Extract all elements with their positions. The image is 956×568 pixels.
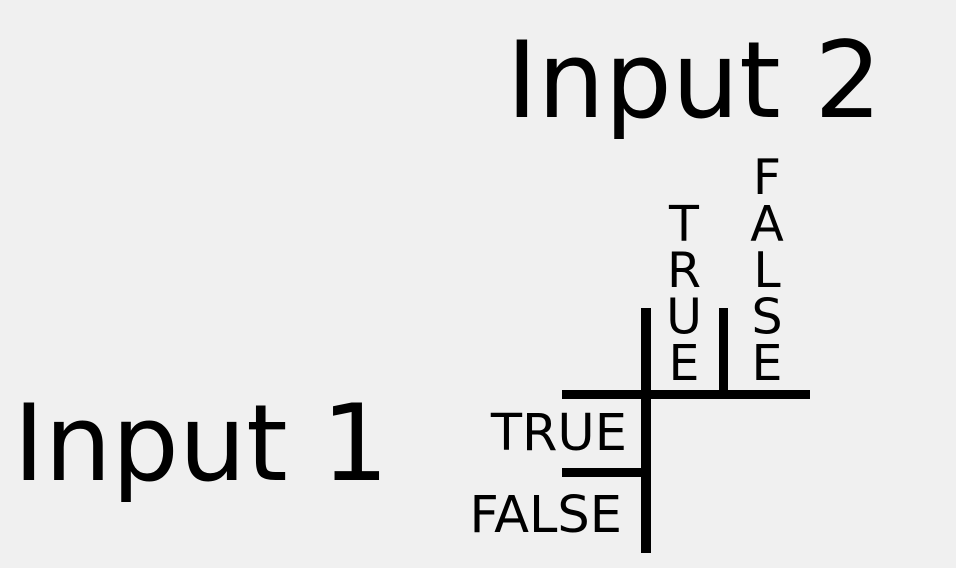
vertical-header-line — [641, 308, 651, 553]
row-label-true: TRUE — [490, 404, 627, 463]
input-2-title: Input 2 — [506, 19, 882, 142]
row-divider-line — [562, 468, 646, 477]
horizontal-header-line — [562, 390, 810, 399]
column-divider-line — [719, 308, 728, 394]
input-1-title: Input 1 — [13, 382, 389, 505]
row-label-false: FALSE — [469, 486, 622, 545]
